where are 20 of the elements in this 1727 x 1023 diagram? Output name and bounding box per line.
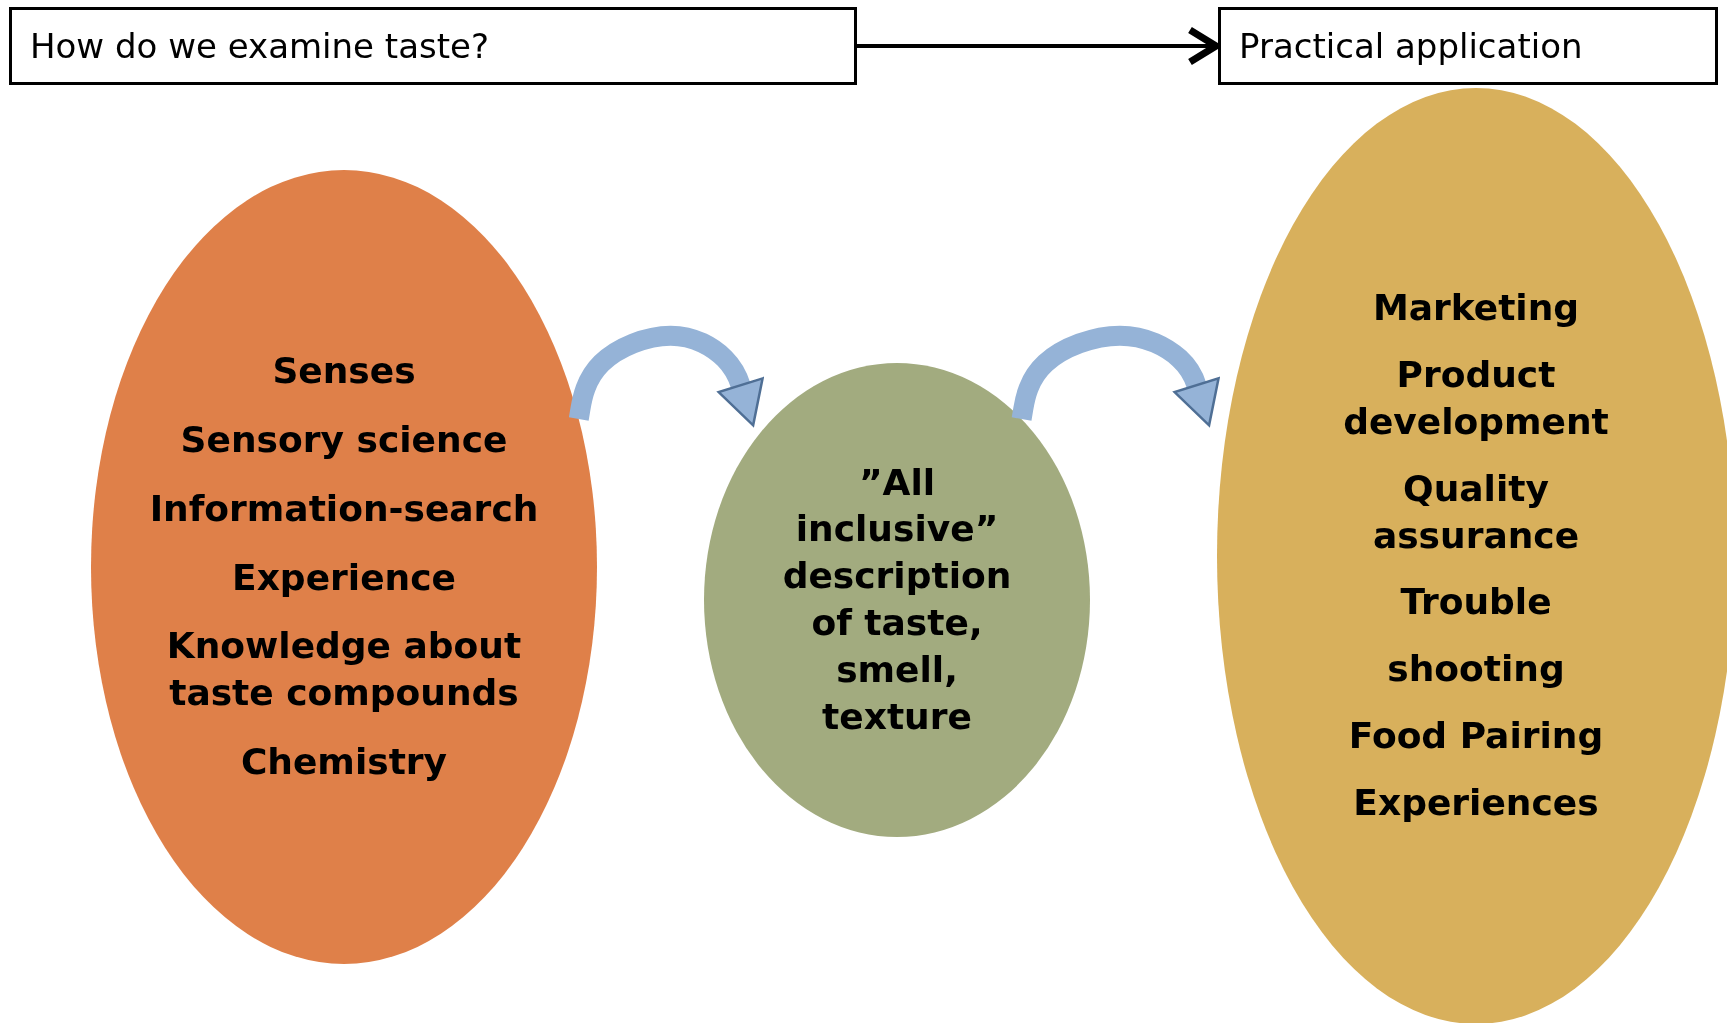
list-item: Marketing xyxy=(1372,286,1580,331)
title-box xyxy=(1218,7,1718,85)
heading-text: Practical application xyxy=(1239,26,1583,66)
list-item: Trouble xyxy=(1400,580,1552,625)
list-item: Food Pairing xyxy=(1348,714,1604,758)
list-item: Sensory science xyxy=(180,418,508,462)
heading-text: How do we examine taste? xyxy=(30,26,489,66)
list-item: Experiences xyxy=(1353,780,1599,825)
list-item: ”All inclusive” description of taste, smell, texture xyxy=(781,460,1013,739)
arrow xyxy=(857,26,1220,66)
oval-shape xyxy=(1217,88,1727,1023)
list-item: Experience xyxy=(232,555,456,600)
title-box xyxy=(9,7,857,85)
list-item: Product development xyxy=(1342,353,1610,444)
list-item: Knowledge about taste compounds xyxy=(165,624,523,716)
list-item: Quality assurance xyxy=(1371,466,1581,558)
list-item: Information-search xyxy=(149,486,539,531)
list-item: Chemistry xyxy=(240,740,448,784)
list-item: shooting xyxy=(1387,647,1565,692)
list-item: Senses xyxy=(272,349,416,394)
